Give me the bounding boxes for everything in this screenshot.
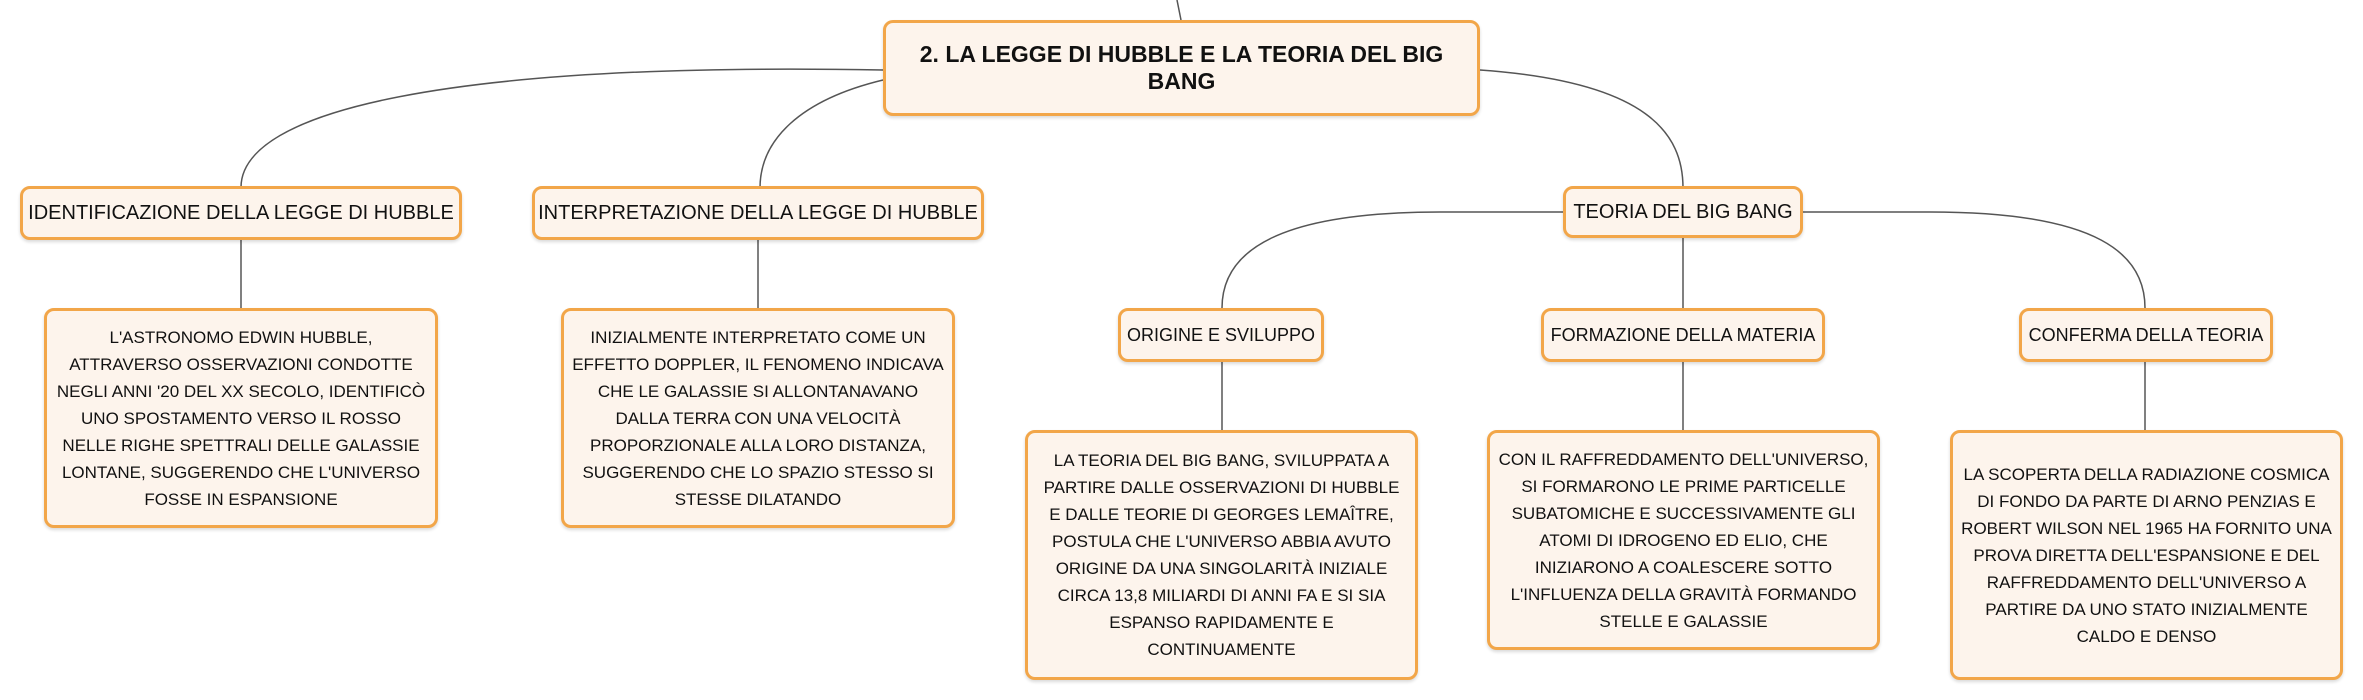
connector-root-teoria bbox=[1479, 69, 1684, 189]
node-conferma[interactable]: CONFERMA DELLA TEORIA bbox=[2019, 308, 2273, 362]
connector-teoria-conferma bbox=[1803, 211, 2146, 309]
node-formazione[interactable]: FORMAZIONE DELLA MATERIA bbox=[1541, 308, 1825, 362]
node-origine-text[interactable]: LA TEORIA DEL BIG BANG, SVILUPPATA A PAR… bbox=[1025, 430, 1418, 680]
node-teoria[interactable]: TEORIA DEL BIG BANG bbox=[1563, 186, 1803, 238]
root-node[interactable]: 2. LA LEGGE DI HUBBLE E LA TEORIA DEL BI… bbox=[883, 20, 1480, 116]
connector-root-interpretazione bbox=[759, 79, 884, 189]
node-identificazione[interactable]: IDENTIFICAZIONE DELLA LEGGE DI HUBBLE bbox=[20, 186, 462, 240]
connector-parent bbox=[1176, 0, 1182, 21]
node-conferma-text[interactable]: LA SCOPERTA DELLA RADIAZIONE COSMICA DI … bbox=[1950, 430, 2343, 680]
node-interpretazione-text[interactable]: INIZIALMENTE INTERPRETATO COME UN EFFETT… bbox=[561, 308, 955, 528]
node-origine[interactable]: ORIGINE E SVILUPPO bbox=[1118, 308, 1324, 362]
node-identificazione-text[interactable]: L'ASTRONOMO EDWIN HUBBLE, ATTRAVERSO OSS… bbox=[44, 308, 438, 528]
connector-root-identificazione bbox=[240, 68, 884, 189]
node-formazione-text[interactable]: CON IL RAFFREDDAMENTO DELL'UNIVERSO, SI … bbox=[1487, 430, 1880, 650]
node-interpretazione[interactable]: INTERPRETAZIONE DELLA LEGGE DI HUBBLE bbox=[532, 186, 984, 240]
connector-teoria-origine bbox=[1221, 211, 1563, 309]
